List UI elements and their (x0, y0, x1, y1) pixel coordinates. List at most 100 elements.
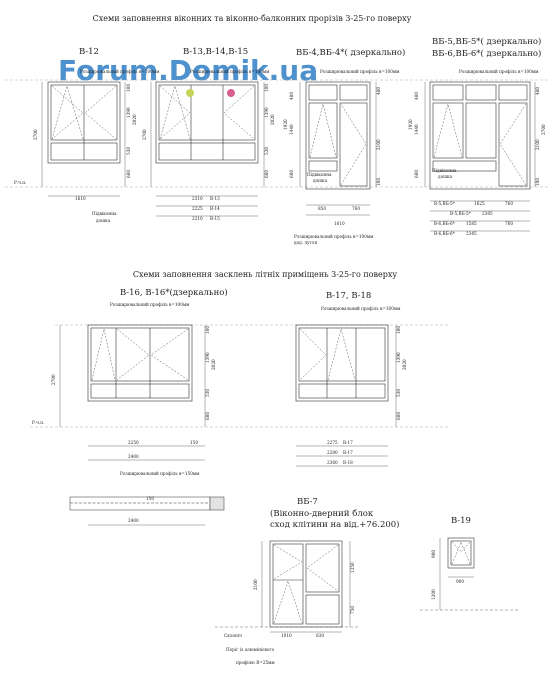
dim-vb5-w2385: 2385 (482, 211, 493, 216)
dim-v13-h100: 100 (264, 84, 269, 92)
dim-vb4-w1610: 1610 (334, 221, 345, 226)
profile-note-vb5: Розширювальний профіль в=100мм (459, 69, 539, 74)
dim-v15-n15: В-15 (210, 216, 220, 221)
dim-vb6-w1585: 1585 (466, 221, 477, 226)
dim-vb6-n6: В-6,ВБ-6* (434, 221, 456, 226)
dim-v12-h100: 100 (126, 84, 131, 92)
dim-vb4-h100: 100 (376, 178, 381, 186)
dim-v17-h680: 680 (396, 412, 401, 420)
dim-v12-h530: 530 (126, 147, 131, 155)
window-v19 (447, 537, 475, 569)
window-vb7 (269, 540, 343, 628)
profile-note-v17: Розширювальний профіль в=100мм (321, 306, 401, 311)
unit-label-vb6: ВБ-6,ВБ-6*( дзеркально) (432, 48, 541, 59)
dim-v12-w1610: 1610 (75, 196, 86, 201)
profile-bottom-1: Розширювальний профіль в=100мм (294, 234, 374, 239)
dim-vb5-w1625: 1625 (474, 201, 485, 206)
dim-v17-h2020: 2020 (402, 359, 407, 370)
dim-vb6-w2345: 2345 (466, 231, 477, 236)
dim-v13-h1390: 1390 (264, 107, 269, 118)
vb4-sill-1: Підвіконна (307, 172, 332, 177)
unit-label-v12: В-12 (79, 47, 99, 57)
unit-label-v13-15: В-13,В-14,В-15 (183, 47, 248, 57)
dims-vb5 (424, 82, 536, 232)
dim-v17-h530: 530 (396, 389, 401, 397)
dim-v12-h1390: 1390 (126, 107, 131, 118)
marker-dot-pink (227, 89, 235, 97)
dim-v16-h530: 530 (205, 389, 210, 397)
window-v12 (47, 81, 121, 164)
unit-label-v16: В-16, В-16*(дзеркально) (120, 287, 228, 298)
window-v13-15 (155, 81, 259, 164)
dim-vb5-h480: 480 (414, 92, 419, 100)
dim-v12-h680: 680 (126, 170, 131, 178)
dim-vb4-w760: 760 (352, 206, 360, 211)
watermark: Forum.Domik.ua (58, 54, 318, 87)
dims-v19 (420, 538, 520, 611)
section2-title: Схеми заповнення засклень літніх приміще… (133, 270, 397, 279)
dim-v17-h1390: 1390 (396, 352, 401, 363)
dim-vb5-h2100: 2100 (535, 139, 540, 150)
vb7-subtitle-2: сход клітини на від.+76.200) (270, 519, 400, 530)
dim-v14-w2225: 2225 (192, 206, 203, 211)
dim-v13-h530: 530 (264, 147, 269, 155)
unit-label-vb4: ВБ-4,ВБ-4*( дзеркально) (296, 47, 405, 58)
vb5-sill-1: Підвіконна (432, 168, 457, 173)
dims-vb7 (215, 541, 360, 633)
dim-vb7-w830: 830 (316, 633, 324, 638)
floor-mark-row1: Р.ч.п. (14, 180, 26, 185)
dim-v16-h100: 100 (205, 326, 210, 334)
dim-v18-w2360: 2360 (327, 460, 338, 465)
dim-v13-h680: 680 (264, 170, 269, 178)
dim-v12-h2020: 2020 (132, 114, 137, 125)
glass-label: Склопіч (224, 633, 242, 638)
dim-vb7-h750: 750 (350, 606, 355, 614)
dim-vb5-h100: 100 (535, 178, 540, 186)
dim-vb4-h480: 480 (289, 92, 294, 100)
dim-v19-h900: 900 (431, 550, 436, 558)
dim-vb5-w760: 760 (505, 201, 513, 206)
profile-note-v12: Розширювальний профіль в=100мм (80, 69, 160, 74)
window-v16 (87, 324, 193, 402)
plan-dim-w150: 150 (146, 496, 154, 501)
threshold-note-2: профілю В=25мм (236, 660, 275, 665)
dim-vb5-n5: В-5,ВБ-5* (434, 201, 456, 206)
dim-v17-w2280: 2280 (327, 450, 338, 455)
profile-note-vb4: Розширювальний профіль в=100мм (320, 69, 400, 74)
window-vb4 (305, 81, 371, 190)
dim-v16-h2020: 2020 (211, 359, 216, 370)
sill-label-line2: дошка (96, 218, 111, 223)
dim-v13-h2700: 2700 (142, 129, 147, 140)
dims-v12 (41, 82, 126, 197)
profile-note-v13: Розширювальний профіль в=100мм (190, 69, 270, 74)
dim-v13-h2020: 2020 (270, 114, 275, 125)
vb5-sill-2: дошка (438, 174, 453, 179)
dim-vb4-h1920: 1920 (283, 119, 288, 130)
level-lines-row1 (5, 79, 550, 188)
dim-v16-w2400: 2400 (128, 454, 139, 459)
dim-v18-n18: В-18 (343, 460, 353, 465)
dim-vb7-w1010: 1010 (281, 633, 292, 638)
dim-v12-h2700: 2700 (33, 129, 38, 140)
dim-vb5-h480b: 480 (535, 87, 540, 95)
threshold-note-1: Поріг із алюмінієвого (226, 647, 275, 652)
dim-vb5-h1920: 1920 (408, 119, 413, 130)
sill-label-line1: Підвіконна (92, 211, 117, 216)
dim-v17-n17: В-17 (343, 440, 353, 445)
dim-v17-w2275: 2275 (327, 440, 338, 445)
plan-strip (69, 496, 225, 511)
dim-vb7-h2100: 2100 (253, 579, 258, 590)
dim-v16-h1390: 1390 (205, 352, 210, 363)
plan-dim-w2400: 2400 (128, 518, 139, 523)
profile-note-v16: Розширювальний профіль в=100мм (110, 302, 190, 307)
dim-vb4-h680: 680 (289, 170, 294, 178)
dim-vb4-h1440: 1440 (289, 124, 294, 135)
dim-v13-w2310: 2310 (192, 196, 203, 201)
dim-vb5-h1440: 1440 (414, 124, 419, 135)
dim-v15-w2210: 2210 (192, 216, 203, 221)
dim-vb5-h2700: 2700 (541, 124, 546, 135)
vb4-sill-2: дошка (313, 178, 328, 183)
dims-v16 (59, 325, 206, 526)
floor-mark-row2: Р.ч.п. (32, 420, 44, 425)
